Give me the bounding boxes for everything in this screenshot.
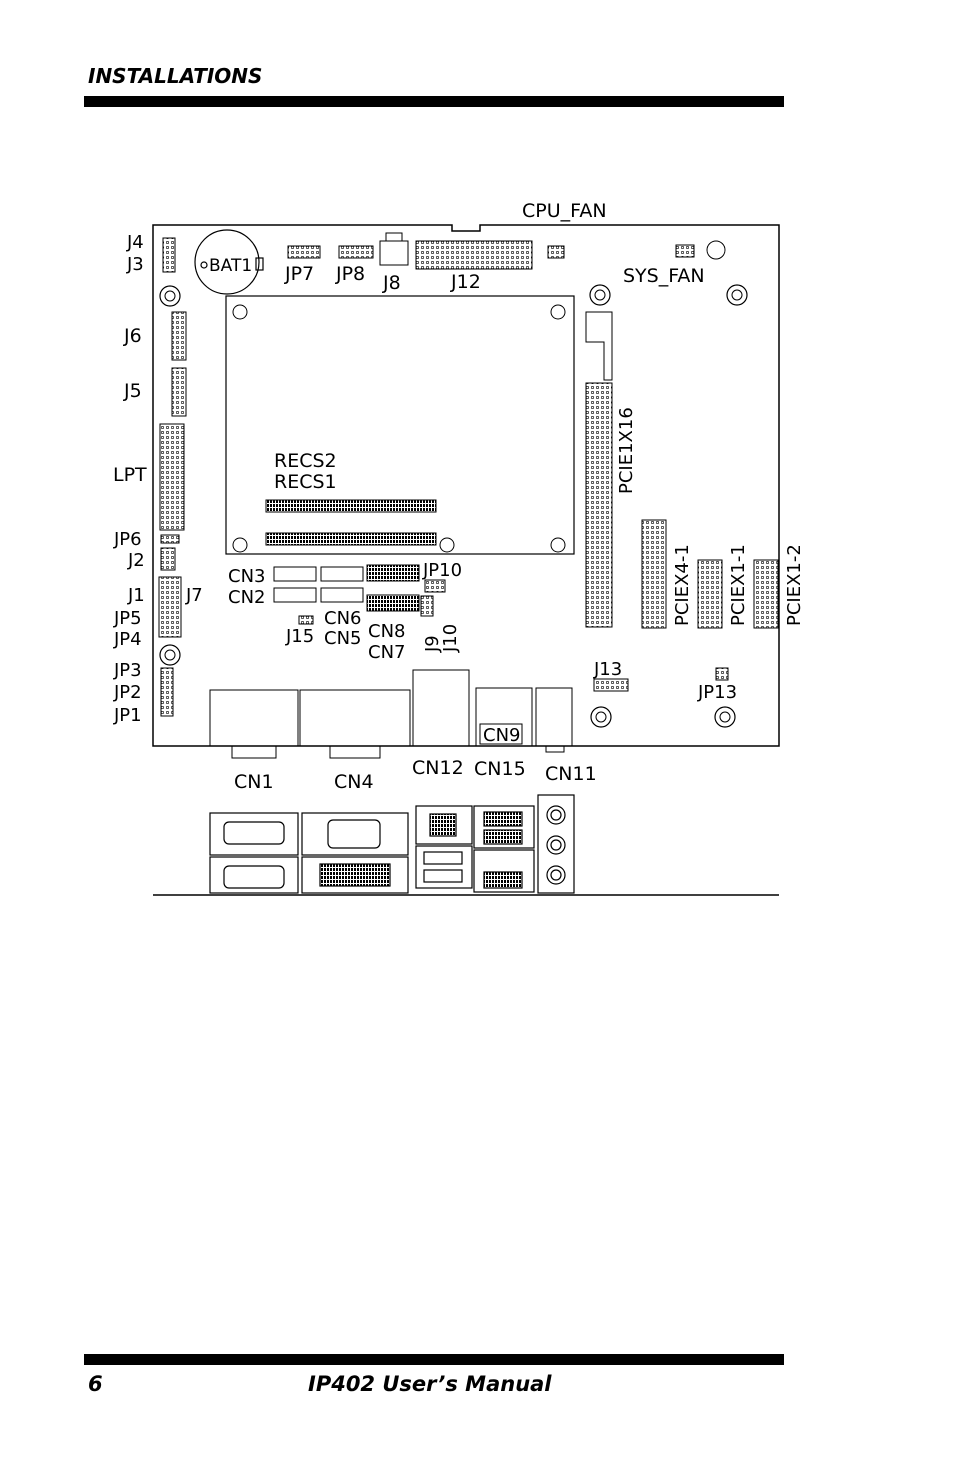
label-recs2: RECS2 xyxy=(274,450,337,472)
page-number: 6 xyxy=(88,1372,103,1396)
label-jp3: JP3 xyxy=(113,660,142,681)
label-cn7: CN7 xyxy=(368,642,406,663)
cpu-module xyxy=(225,295,575,555)
label-pciex1-1: PCIEX1-1 xyxy=(728,544,749,626)
pcie-x16-slot xyxy=(585,311,613,628)
label-jp5: JP5 xyxy=(113,608,142,629)
label-j15: J15 xyxy=(285,626,314,647)
label-jp2: JP2 xyxy=(113,682,142,703)
label-j13: J13 xyxy=(593,659,622,680)
label-sys-fan: SYS_FAN xyxy=(623,265,705,287)
label-cn3: CN3 xyxy=(228,566,266,587)
label-pcie1x16: PCIE1X16 xyxy=(616,407,637,494)
label-cn15: CN15 xyxy=(474,758,526,780)
label-cn11: CN11 xyxy=(545,763,597,785)
top-headers xyxy=(287,232,726,270)
label-j6: J6 xyxy=(123,325,142,347)
recs-slots xyxy=(265,499,437,546)
label-cn2: CN2 xyxy=(228,587,266,608)
battery xyxy=(194,229,264,295)
left-headers xyxy=(158,237,187,717)
j13-jp13-headers xyxy=(593,667,729,692)
rear-io-board xyxy=(209,669,573,759)
label-jp7: JP7 xyxy=(284,263,314,285)
sata-connectors xyxy=(273,564,446,625)
label-cn8: CN8 xyxy=(368,621,406,642)
label-j7: J7 xyxy=(185,585,203,606)
label-jp6: JP6 xyxy=(113,529,142,550)
section-header: INSTALLATIONS xyxy=(88,64,263,88)
label-pciex4-1: PCIEX4-1 xyxy=(672,544,693,626)
label-j12: J12 xyxy=(450,271,481,293)
label-j8: J8 xyxy=(382,272,401,294)
label-cn6: CN6 xyxy=(324,608,362,629)
label-cn4: CN4 xyxy=(334,771,374,793)
label-pciex1-2: PCIEX1-2 xyxy=(784,544,805,626)
pcie-small-slots xyxy=(641,519,779,629)
footer-rule xyxy=(84,1354,784,1365)
label-jp8: JP8 xyxy=(335,263,365,285)
label-cn5: CN5 xyxy=(324,628,362,649)
label-cn12: CN12 xyxy=(412,757,464,779)
label-recs1: RECS1 xyxy=(274,471,337,493)
board-outline xyxy=(152,224,780,747)
label-j2: J2 xyxy=(127,550,145,571)
label-jp13: JP13 xyxy=(697,682,737,703)
manual-title: IP402 User’s Manual xyxy=(308,1372,552,1396)
label-lpt: LPT xyxy=(113,464,147,486)
label-j5: J5 xyxy=(123,380,142,402)
header-rule xyxy=(84,96,784,107)
label-j1: J1 xyxy=(127,585,145,606)
label-jp1: JP1 xyxy=(113,705,142,726)
label-j4: J4 xyxy=(126,232,144,253)
rear-panel-view xyxy=(153,794,779,896)
label-cn9: CN9 xyxy=(483,725,521,746)
label-j9: J9 xyxy=(422,635,443,653)
label-cn1: CN1 xyxy=(234,771,274,793)
label-j3: J3 xyxy=(126,254,144,275)
label-jp10: JP10 xyxy=(422,560,462,581)
label-cpu-fan: CPU_FAN xyxy=(522,200,607,222)
label-bat1: BAT1 xyxy=(209,256,252,276)
label-jp4: JP4 xyxy=(113,629,142,650)
label-j10: J10 xyxy=(440,624,461,653)
